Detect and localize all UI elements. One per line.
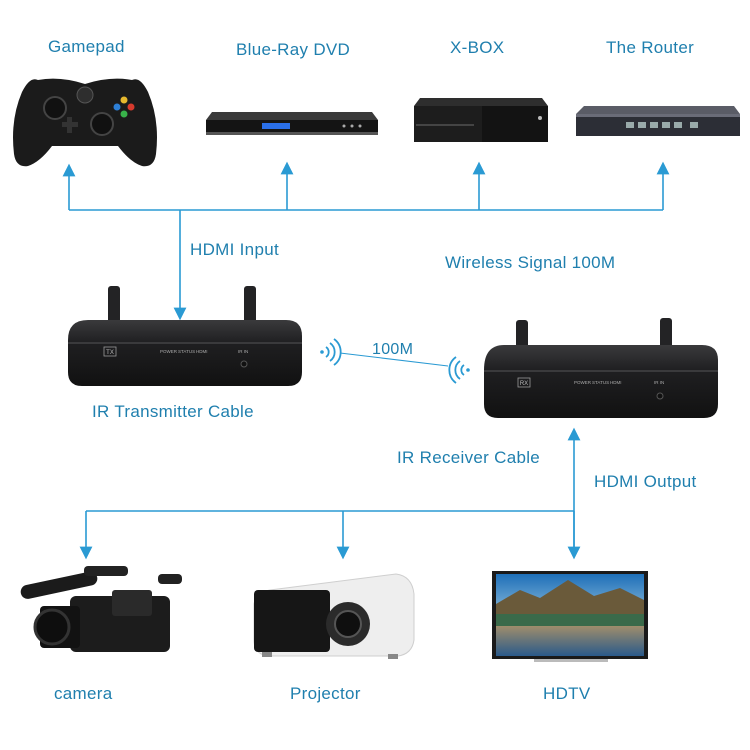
transmitter-indicator-power: POWER [160, 349, 178, 354]
input-bus [62, 161, 670, 321]
transmitter-port-label: IR IN [238, 349, 248, 354]
source-label-gamepad: Gamepad [48, 37, 125, 56]
gamepad-icon [13, 78, 157, 167]
source-label-xbox: X-BOX [450, 38, 505, 57]
wifi-signal-right-icon [448, 356, 470, 384]
source-label-bluray: Blue-Ray DVD [236, 40, 351, 59]
wifi-signal-left-icon [320, 338, 342, 366]
receiver-indicator-hdmi: HDMI [610, 380, 622, 385]
transmitter-device: TX POWER STATUS HDMI IR IN [68, 286, 302, 386]
receiver-badge: RX [520, 381, 528, 387]
receiver-label: IR Receiver Cable [397, 448, 541, 467]
transmitter-indicator-hdmi: HDMI [196, 349, 208, 354]
projector-icon [253, 573, 415, 659]
output-label-hdtv: HDTV [543, 684, 591, 703]
speed-label: 100M [372, 341, 414, 358]
output-label-projector: Projector [290, 684, 361, 703]
hdmi-input-label: HDMI Input [190, 240, 279, 259]
source-label-router: The Router [606, 38, 695, 57]
bluray-player-icon [206, 112, 378, 135]
output-bus [79, 427, 581, 560]
xbox-console-icon [414, 98, 548, 142]
router-icon [576, 106, 740, 136]
hdmi-output-label: HDMI Output [594, 472, 697, 491]
camcorder-icon [20, 566, 182, 652]
receiver-indicator-power: POWER [574, 380, 592, 385]
output-label-camera: camera [54, 684, 113, 703]
hdtv-icon [492, 571, 648, 662]
wireless-link-line [339, 352, 449, 367]
receiver-port-label: IR IN [654, 380, 664, 385]
transmitter-label: IR Transmitter Cable [92, 402, 254, 421]
transmitter-badge: TX [106, 350, 114, 356]
receiver-indicator-status: STATUS [592, 380, 609, 385]
transmitter-indicator-status: STATUS [178, 349, 195, 354]
receiver-device: RX POWER STATUS HDMI IR IN [484, 318, 718, 418]
wireless-signal-label: Wireless Signal 100M [445, 253, 616, 272]
